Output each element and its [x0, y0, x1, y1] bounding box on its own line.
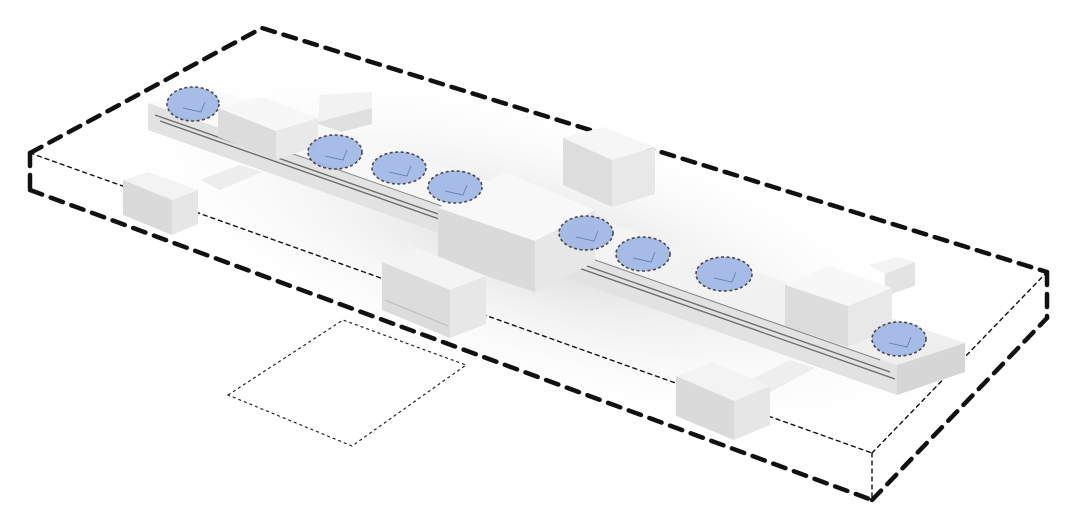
dashed-footprint-square	[226, 319, 468, 447]
main-bar-end	[897, 343, 965, 395]
marker-ellipse	[615, 236, 671, 272]
side-block-back-right	[868, 257, 915, 296]
marker-inner-tile	[632, 251, 656, 263]
markers-group	[166, 86, 927, 357]
side-block-front-center	[382, 248, 486, 338]
block-right	[785, 266, 892, 347]
side-block-back-center	[563, 127, 655, 207]
marker-ellipse	[307, 134, 363, 170]
marker-inner-tile	[444, 184, 468, 196]
marker-inner-tile	[888, 336, 912, 348]
boundary-right-top-edge	[871, 271, 1048, 454]
marker-inner-tile	[713, 271, 737, 283]
side-block-front-left	[123, 165, 262, 235]
marker-ellipse	[166, 86, 220, 122]
marker-inner-tile	[388, 165, 412, 177]
boundary-top-back-edge	[27, 25, 1050, 275]
marker-inner-tile	[182, 101, 206, 113]
boundary-bottom-front-edge	[27, 187, 875, 503]
marker-ellipse	[871, 321, 927, 357]
marker-ellipse	[695, 256, 753, 292]
marker-ellipse	[427, 170, 483, 204]
boundary-bottom-right-edge	[869, 315, 1050, 503]
marker-ellipse	[558, 215, 614, 251]
marker-inner-tile	[575, 230, 599, 242]
boundary-box-front	[27, 150, 1050, 503]
marker-inner-tile	[324, 149, 348, 161]
marker-ellipse	[371, 151, 427, 185]
side-block-front-right	[676, 360, 815, 440]
